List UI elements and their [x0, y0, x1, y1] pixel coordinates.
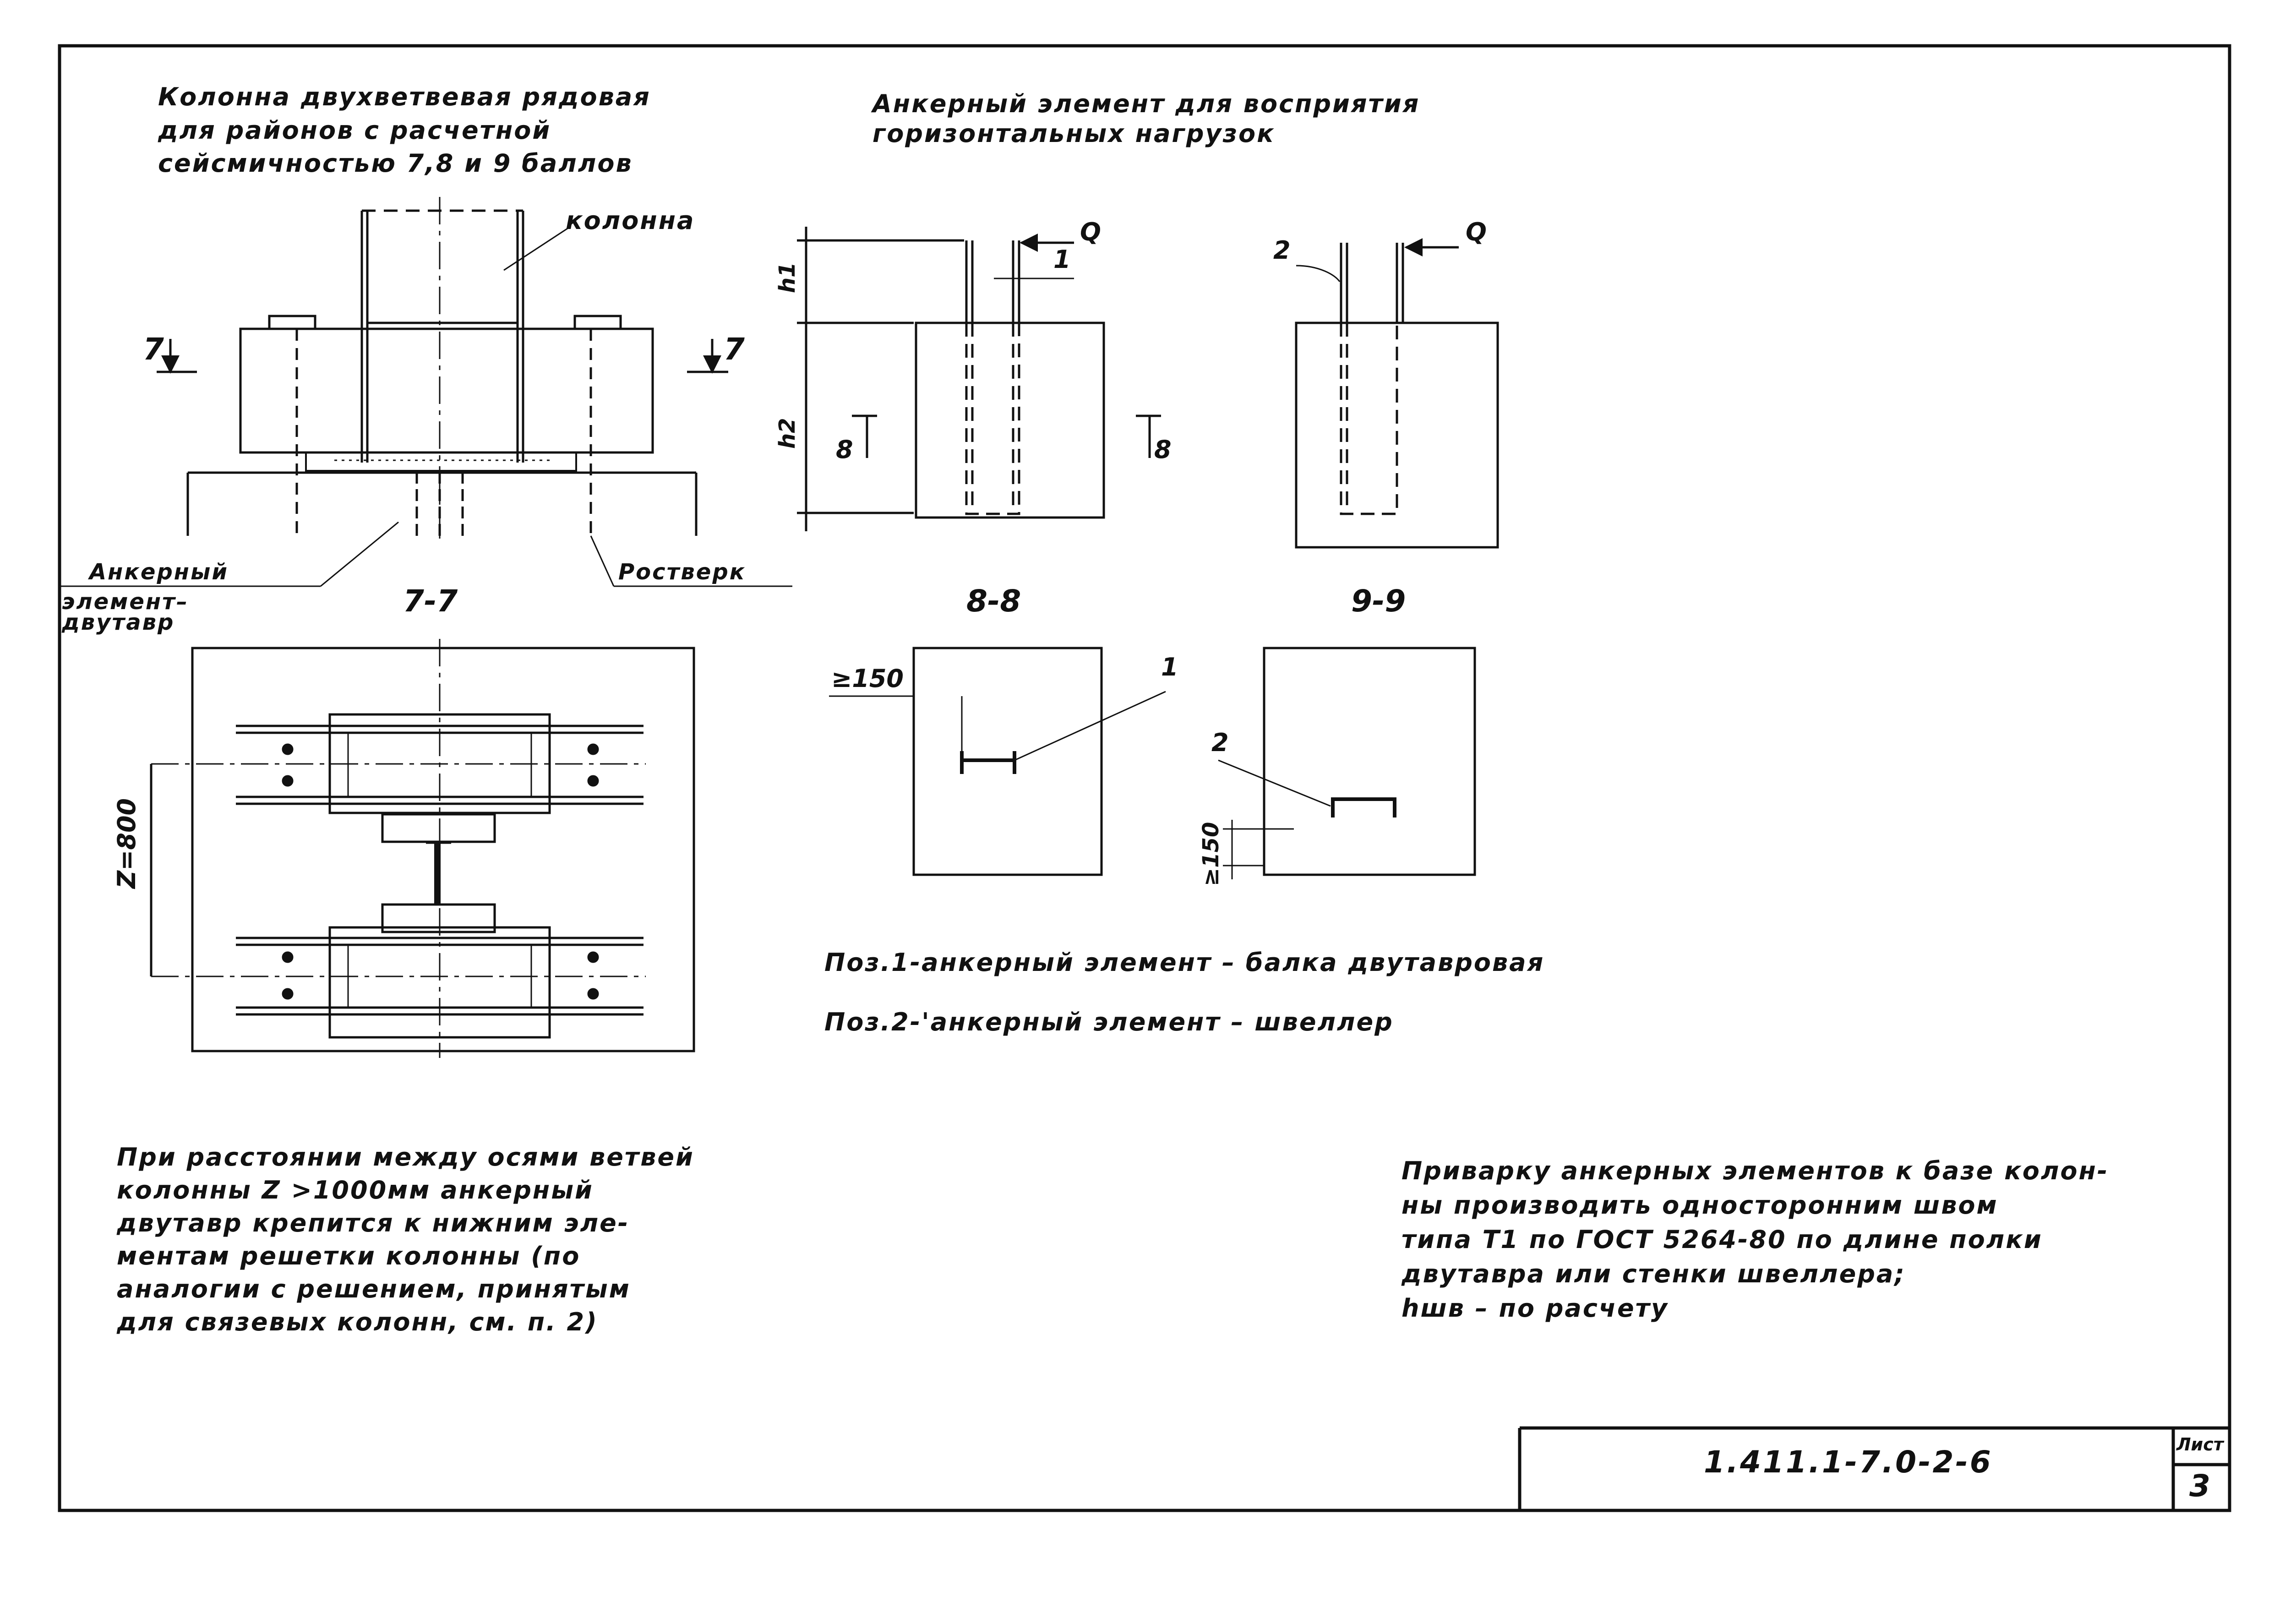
note-right-line-3: типа Т1 по ГОСТ 5264-80 по длине полки: [1402, 1225, 2043, 1254]
label-anchor-line-3: двутавр: [62, 610, 175, 635]
section-title-7-7: 7-7: [403, 583, 458, 619]
dim-z-800: Z=800: [112, 798, 141, 888]
dim-h1: h1: [774, 262, 800, 293]
legend-pos-1: Поз.1-анкерный элемент – балка двутавров…: [824, 948, 1545, 977]
load-q-8-8: Q: [1080, 218, 1101, 246]
column-elevation: [60, 197, 792, 587]
note-left-line-3: двутавр крепится к нижним эле-: [117, 1209, 630, 1237]
cut-mark-7-right: 7: [724, 332, 745, 367]
anchor-bolt-marks: [282, 743, 599, 1000]
note-right-line-5: hшв – по расчету: [1402, 1294, 1669, 1323]
pos-1-elevation: 1: [1053, 245, 1071, 274]
section-title-9-9: 9-9: [1351, 583, 1406, 619]
column-title-line-2: для районов с расчетной: [158, 116, 551, 145]
anchor-plan-8-8: [829, 647, 1166, 876]
note-right-line-2: ны производить односторонним швом: [1402, 1191, 1998, 1220]
anchor-title-line-2: горизонтальных нагрузок: [873, 119, 1275, 148]
dim-150-9-9: ≥150: [1198, 822, 1224, 886]
dim-150-8-8: ≥150: [831, 664, 904, 693]
pos-2-plan: 2: [1211, 728, 1229, 757]
note-left-line-1: При расстоянии между осями ветвей: [117, 1143, 694, 1172]
column-title-line-1: Колонна двухветвевая рядовая: [158, 82, 651, 111]
note-left-line-4: ментам решетки колонны (по: [117, 1242, 581, 1270]
cut-mark-8-right: 8: [1154, 435, 1172, 464]
label-grillage: Ростверк: [618, 559, 746, 585]
load-q-9-9: Q: [1466, 218, 1487, 246]
pos-2-elevation: 2: [1273, 236, 1291, 265]
section-title-8-8: 8-8: [966, 583, 1021, 619]
pos-1-plan: 1: [1161, 653, 1178, 681]
sheet-label: Лист: [2176, 1434, 2224, 1455]
note-left-line-5: аналогии с решением, принятым: [117, 1275, 631, 1303]
anchor-plan-9-9: [1218, 647, 1476, 879]
cut-mark-7-left: 7: [143, 332, 164, 367]
label-anchor-line-2: элемент–: [62, 589, 189, 615]
column-title-line-3: сейсмичностью 7,8 и 9 баллов: [158, 149, 633, 178]
title-block-frame: [1518, 1426, 2230, 1510]
legend-pos-2: Поз.2-'анкерный элемент – швеллер: [824, 1008, 1394, 1036]
note-right-line-4: двутавра или стенки швеллера;: [1402, 1259, 1906, 1288]
anchor-elevation-8-8: [797, 227, 1161, 531]
label-column: колонна: [566, 206, 695, 235]
anchor-elevation-9-9: [1295, 238, 1499, 549]
dim-h2: h2: [774, 418, 800, 449]
note-left-line-6: для связевых колонн, см. п. 2): [117, 1308, 598, 1336]
cut-mark-8-left: 8: [836, 435, 853, 464]
label-anchor-line-1: Анкерный: [89, 559, 229, 585]
sheet-frame: [58, 44, 2231, 1512]
note-left-line-2: колонны Z >1000мм анкерный: [117, 1176, 594, 1204]
column-plan: [150, 639, 695, 1058]
anchor-title-line-1: Анкерный элемент для восприятия: [873, 89, 1420, 118]
sheet-number: 3: [2189, 1468, 2210, 1504]
note-right-line-1: Приварку анкерных элементов к базе колон…: [1402, 1156, 2109, 1185]
drawing-code: 1.411.1-7.0-2-6: [1704, 1444, 1993, 1480]
